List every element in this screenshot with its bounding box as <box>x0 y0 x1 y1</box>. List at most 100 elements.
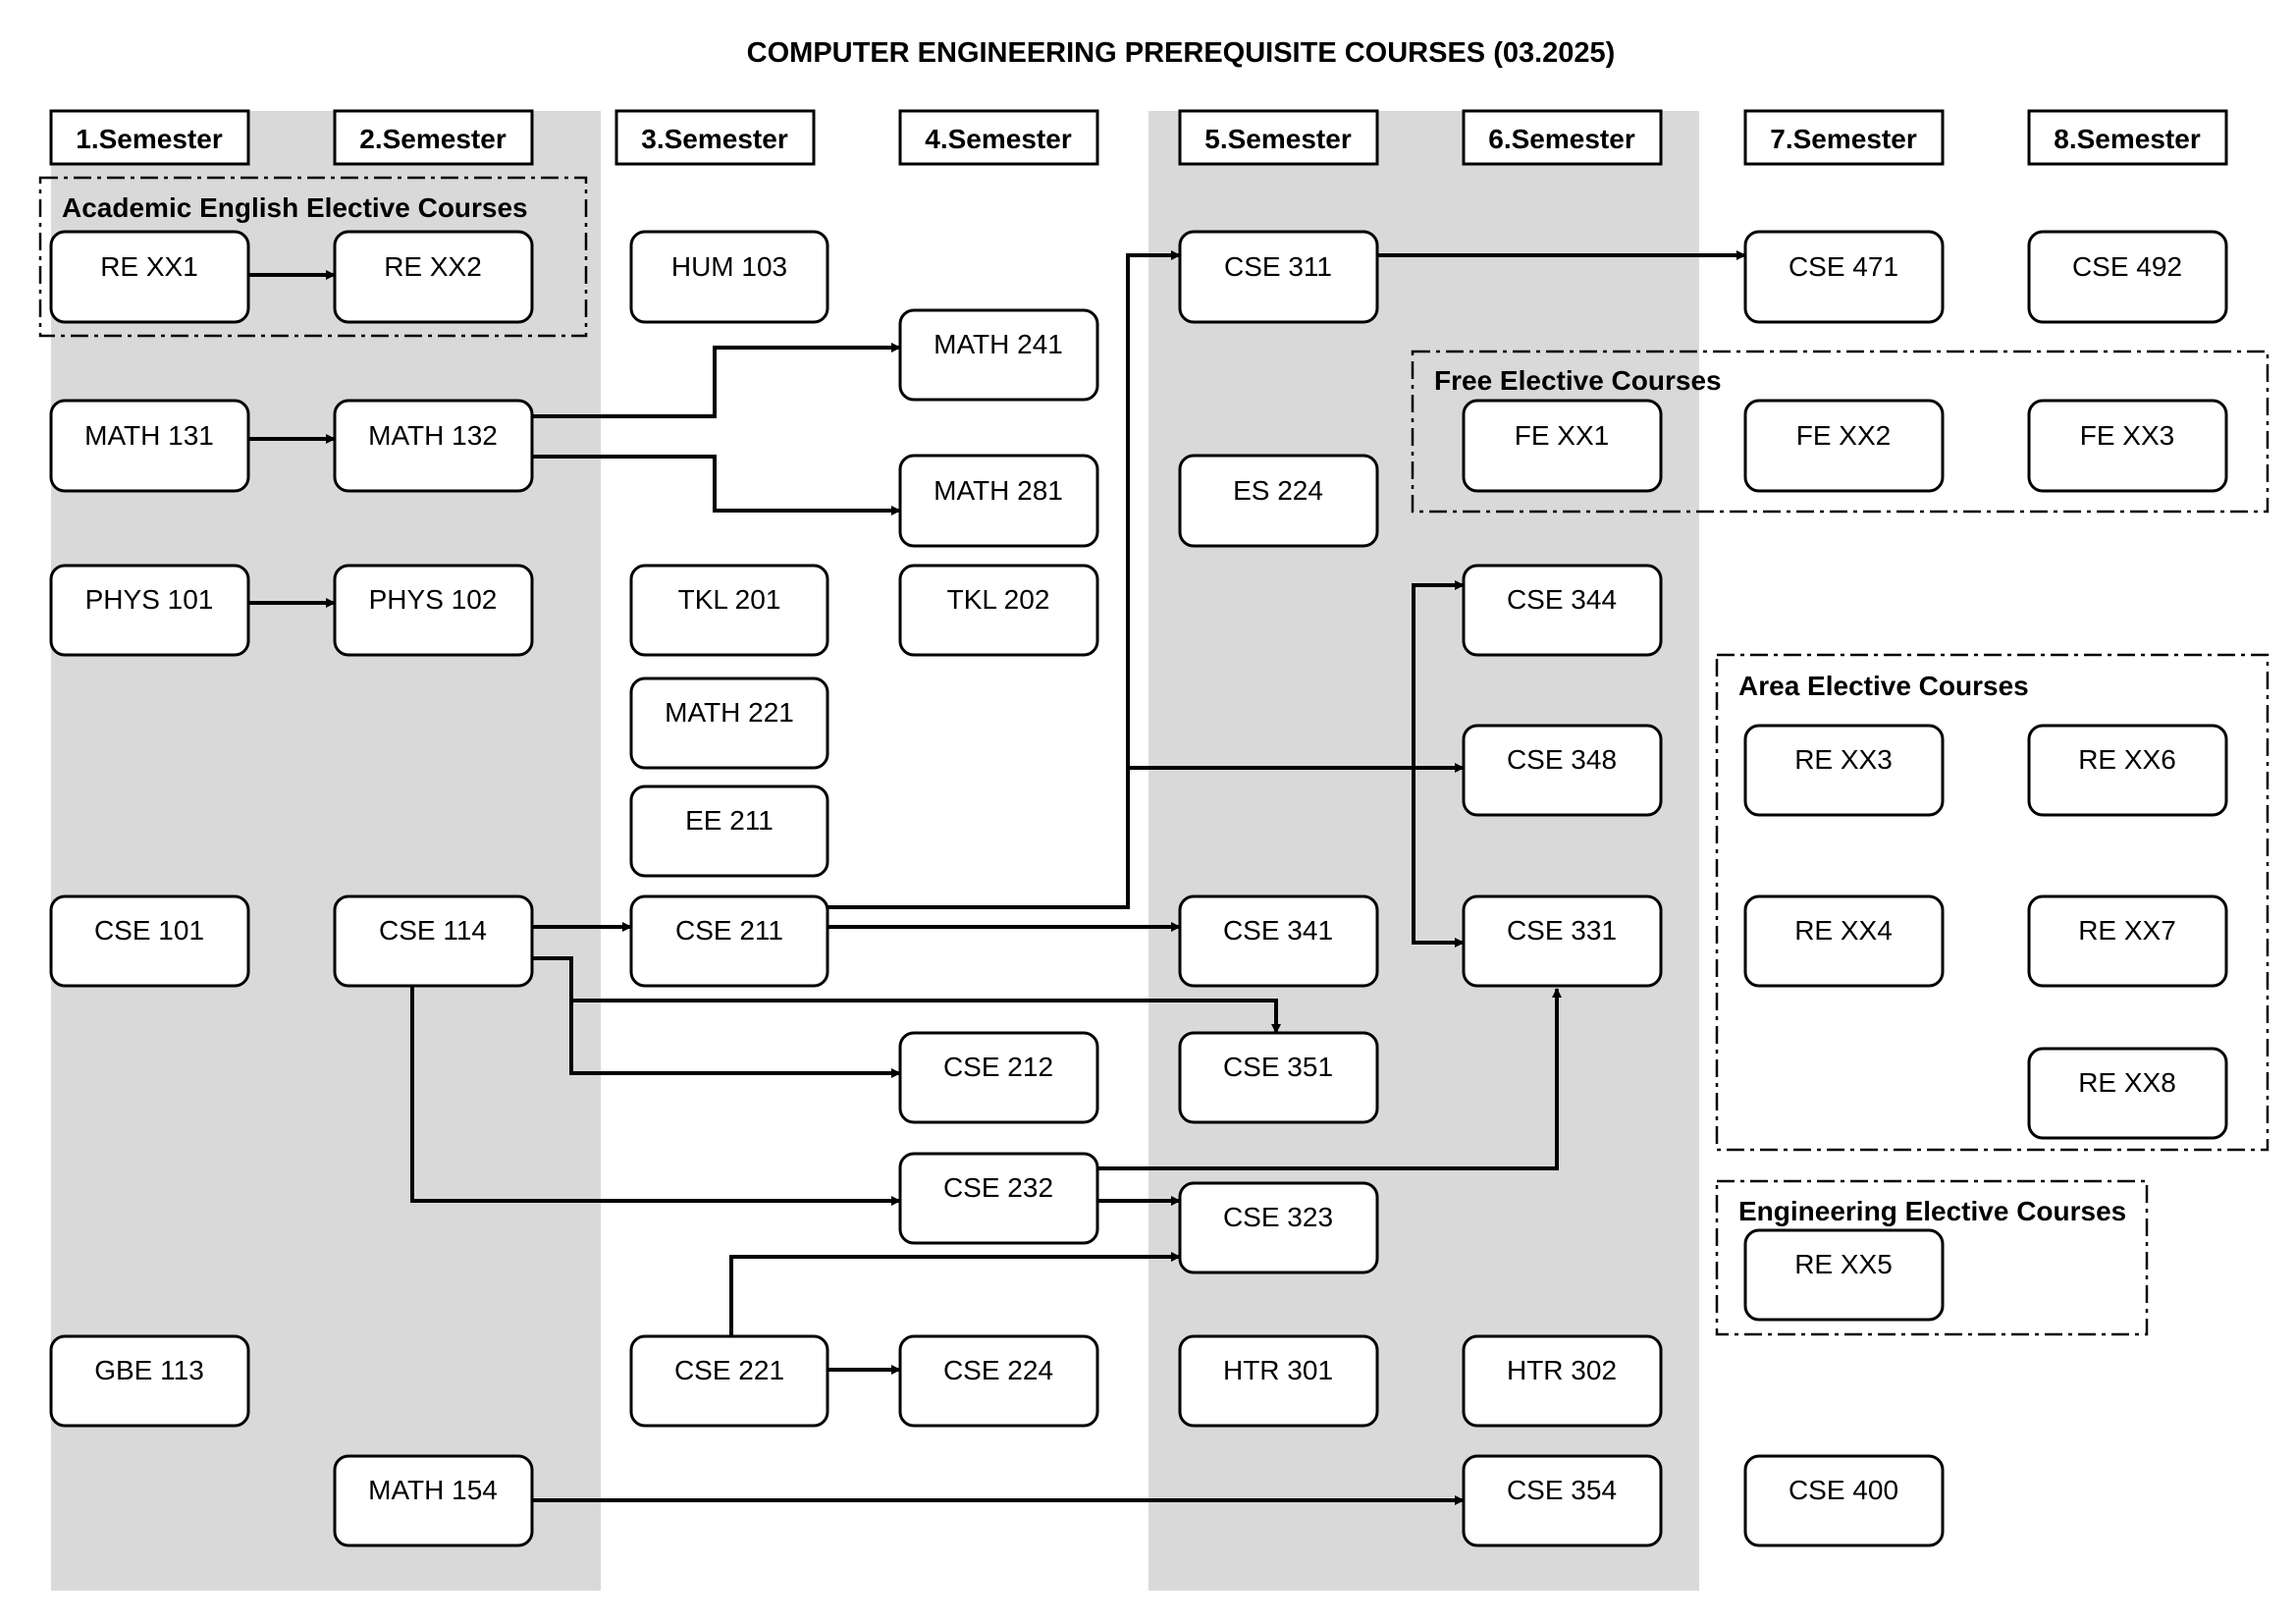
course-label: MATH 221 <box>665 697 794 728</box>
course-tkl-202[interactable]: TKL 202 <box>898 564 1099 657</box>
course-re-xx5[interactable]: RE XX5 <box>1743 1228 1945 1322</box>
semester-header-label: 7.Semester <box>1770 124 1917 154</box>
course-cse-331[interactable]: CSE 331 <box>1462 894 1663 988</box>
arrow-cse-221-to-cse-323 <box>729 1252 1181 1336</box>
course-phys-102[interactable]: PHYS 102 <box>333 564 534 657</box>
semester-header-label: 3.Semester <box>641 124 788 154</box>
course-cse-221[interactable]: CSE 221 <box>629 1334 829 1428</box>
course-re-xx2[interactable]: RE XX2 <box>333 230 534 324</box>
course-re-xx3[interactable]: RE XX3 <box>1743 724 1945 817</box>
course-label: RE XX2 <box>384 251 482 282</box>
course-cse-212[interactable]: CSE 212 <box>898 1031 1099 1124</box>
course-cse-344[interactable]: CSE 344 <box>1462 564 1663 657</box>
course-label: MATH 131 <box>84 420 214 451</box>
arrow-to-cse-331 <box>1412 768 1465 947</box>
course-label: EE 211 <box>685 805 774 836</box>
course-label: FE XX1 <box>1515 420 1609 451</box>
semester-header-8: 8.Semester <box>2027 109 2228 166</box>
course-cse-323[interactable]: CSE 323 <box>1178 1181 1379 1274</box>
course-label: RE XX3 <box>1794 744 1893 775</box>
course-es-224[interactable]: ES 224 <box>1178 454 1379 548</box>
course-label: CSE 348 <box>1507 744 1617 775</box>
course-label: CSE 101 <box>94 915 204 946</box>
arrow-cse-211-to-cse-311 <box>828 250 1181 909</box>
group-label: Academic English Elective Courses <box>62 192 528 223</box>
course-re-xx7[interactable]: RE XX7 <box>2027 894 2228 988</box>
course-label: MATH 154 <box>368 1475 498 1505</box>
course-label: FE XX3 <box>2080 420 2174 451</box>
semester-header-7: 7.Semester <box>1743 109 1945 166</box>
course-label: RE XX6 <box>2078 744 2176 775</box>
course-re-xx6[interactable]: RE XX6 <box>2027 724 2228 817</box>
course-fe-xx3[interactable]: FE XX3 <box>2027 399 2228 493</box>
semester-header-label: 2.Semester <box>359 124 507 154</box>
semester-header-label: 4.Semester <box>925 124 1072 154</box>
course-label: CSE 211 <box>675 915 783 946</box>
course-ee-211[interactable]: EE 211 <box>629 785 829 878</box>
course-label: GBE 113 <box>94 1355 204 1385</box>
course-cse-311[interactable]: CSE 311 <box>1178 230 1379 324</box>
semester-header-2: 2.Semester <box>333 109 534 166</box>
course-cse-354[interactable]: CSE 354 <box>1462 1454 1663 1547</box>
course-math-132[interactable]: MATH 132 <box>333 399 534 493</box>
course-cse-232[interactable]: CSE 232 <box>898 1152 1099 1245</box>
course-fe-xx1[interactable]: FE XX1 <box>1462 399 1663 493</box>
course-label: MATH 281 <box>934 475 1063 506</box>
group-free-elective: Free Elective Courses <box>1411 350 2269 514</box>
course-cse-400[interactable]: CSE 400 <box>1743 1454 1945 1547</box>
course-tkl-201[interactable]: TKL 201 <box>629 564 829 657</box>
course-label: RE XX4 <box>1794 915 1893 946</box>
course-cse-492[interactable]: CSE 492 <box>2027 230 2228 324</box>
course-cse-471[interactable]: CSE 471 <box>1743 230 1945 324</box>
course-label: CSE 224 <box>943 1355 1053 1385</box>
semester-header-6: 6.Semester <box>1462 109 1663 166</box>
course-label: RE XX7 <box>2078 915 2176 946</box>
course-fe-xx2[interactable]: FE XX2 <box>1743 399 1945 493</box>
prerequisite-arrows <box>248 250 1746 1505</box>
course-label: CSE 221 <box>674 1355 784 1385</box>
course-label: RE XX5 <box>1794 1249 1893 1279</box>
course-hum-103[interactable]: HUM 103 <box>629 230 829 324</box>
semester-header-label: 8.Semester <box>2054 124 2201 154</box>
course-re-xx8[interactable]: RE XX8 <box>2027 1047 2228 1140</box>
course-label: HTR 302 <box>1507 1355 1617 1385</box>
group-area-elective: Area Elective Courses <box>1715 653 2269 1152</box>
group-academic-english: Academic English Elective Courses <box>38 176 588 338</box>
course-cse-224[interactable]: CSE 224 <box>898 1334 1099 1428</box>
course-cse-114[interactable]: CSE 114 <box>333 894 534 988</box>
course-cse-351[interactable]: CSE 351 <box>1178 1031 1379 1124</box>
semester-header-3: 3.Semester <box>614 109 816 166</box>
arrow-math-132-to-math-241 <box>532 343 901 418</box>
course-gbe-113[interactable]: GBE 113 <box>49 1334 250 1428</box>
course-math-221[interactable]: MATH 221 <box>629 677 829 770</box>
course-re-xx4[interactable]: RE XX4 <box>1743 894 1945 988</box>
course-math-131[interactable]: MATH 131 <box>49 399 250 493</box>
group-engineering-elective: Engineering Elective Courses <box>1715 1179 2149 1336</box>
course-label: CSE 354 <box>1507 1475 1617 1505</box>
arrow-cse-114-to-cse-232 <box>410 986 901 1206</box>
course-label: RE XX8 <box>2078 1067 2176 1098</box>
course-label: PHYS 102 <box>369 584 498 615</box>
course-phys-101[interactable]: PHYS 101 <box>49 564 250 657</box>
course-cse-211[interactable]: CSE 211 <box>629 894 829 988</box>
course-math-281[interactable]: MATH 281 <box>898 454 1099 548</box>
course-cse-341[interactable]: CSE 341 <box>1178 894 1379 988</box>
course-re-xx1[interactable]: RE XX1 <box>49 230 250 324</box>
course-htr-301[interactable]: HTR 301 <box>1178 1334 1379 1428</box>
semester-header-label: 5.Semester <box>1204 124 1352 154</box>
course-label: CSE 323 <box>1223 1202 1333 1232</box>
arrow-math-132-to-math-281 <box>532 455 901 515</box>
course-label: ES 224 <box>1233 475 1323 506</box>
course-htr-302[interactable]: HTR 302 <box>1462 1334 1663 1428</box>
group-label: Area Elective Courses <box>1738 671 2029 701</box>
course-label: HTR 301 <box>1223 1355 1333 1385</box>
course-cse-348[interactable]: CSE 348 <box>1462 724 1663 817</box>
arrow-cse-114-to-cse-212 <box>569 1001 901 1078</box>
semester-header-4: 4.Semester <box>898 109 1099 166</box>
course-math-154[interactable]: MATH 154 <box>333 1454 534 1547</box>
group-label: Engineering Elective Courses <box>1738 1196 2126 1226</box>
course-cse-101[interactable]: CSE 101 <box>49 894 250 988</box>
arrow-cse-232-to-cse-331 <box>1097 988 1562 1170</box>
course-math-241[interactable]: MATH 241 <box>898 308 1099 402</box>
